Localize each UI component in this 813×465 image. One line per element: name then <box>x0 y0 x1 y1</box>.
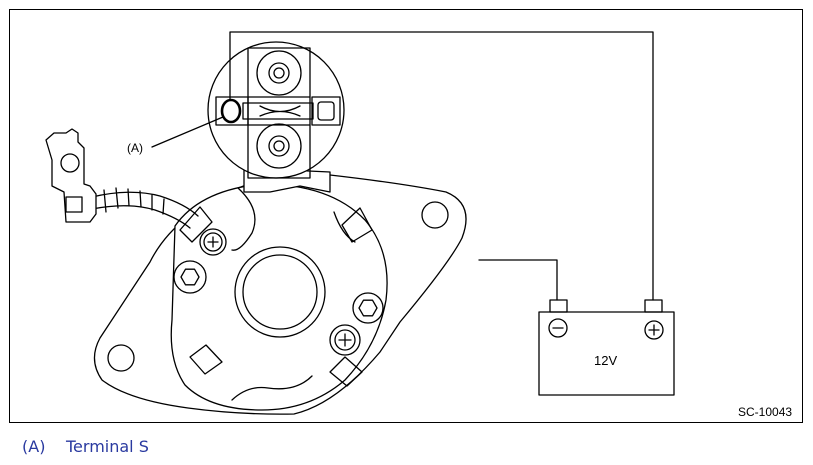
screw-top-left <box>199 228 227 256</box>
starter-motor <box>93 174 467 415</box>
positive-lead-to-terminal-s <box>229 31 654 301</box>
figure-id: SC-10043 <box>738 405 792 419</box>
flange-bolt-hole-top-right <box>421 201 449 229</box>
battery-positive-post <box>644 299 663 313</box>
battery-voltage-label: 12V <box>594 353 617 368</box>
hex-bolt-left <box>173 260 207 294</box>
figure-frame <box>9 9 803 423</box>
connector-hole <box>60 153 80 173</box>
contact-bridge <box>242 102 314 120</box>
battery-case <box>538 311 675 396</box>
hex-bolt-right <box>352 292 384 324</box>
end-cover-tab-bottom <box>189 344 223 375</box>
terminal-right-block <box>311 96 341 126</box>
end-cover-contour <box>231 187 356 401</box>
flange-bolt-hole-bottom-left <box>107 344 135 372</box>
wiring-harness <box>45 128 199 229</box>
callout-leader-a <box>151 116 224 148</box>
battery <box>538 299 675 396</box>
negative-lead-to-body <box>478 259 558 301</box>
harness-wraps <box>103 187 165 215</box>
legend-tag: (A) <box>22 437 46 456</box>
terminal-s <box>220 98 242 124</box>
solenoid-body <box>207 41 345 179</box>
callout-label-a: (A) <box>127 141 143 155</box>
end-cover-tab-top-left <box>179 206 213 243</box>
end-cover-tab-bottom-right <box>329 356 363 387</box>
terminal-b-stud-top <box>256 50 302 96</box>
terminal-m-stud-bottom <box>256 123 302 169</box>
legend-text: Terminal S <box>66 437 149 456</box>
magnetic-switch <box>207 41 345 193</box>
battery-negative-post <box>549 299 568 313</box>
bearing-boss-outer <box>234 246 326 338</box>
terminal-s-block <box>215 96 249 126</box>
legend-item: (A) Terminal S <box>22 437 149 456</box>
end-cover-tab-top-right <box>341 207 373 243</box>
connector-body <box>45 128 97 223</box>
harness-cable <box>91 191 199 229</box>
screw-bottom-right <box>329 324 361 356</box>
plus-terminal-icon <box>644 320 664 340</box>
minus-terminal-icon <box>548 318 568 338</box>
connector-plug <box>65 196 83 213</box>
solenoid-center-block <box>247 47 311 179</box>
bearing-boss-inner <box>242 254 318 330</box>
